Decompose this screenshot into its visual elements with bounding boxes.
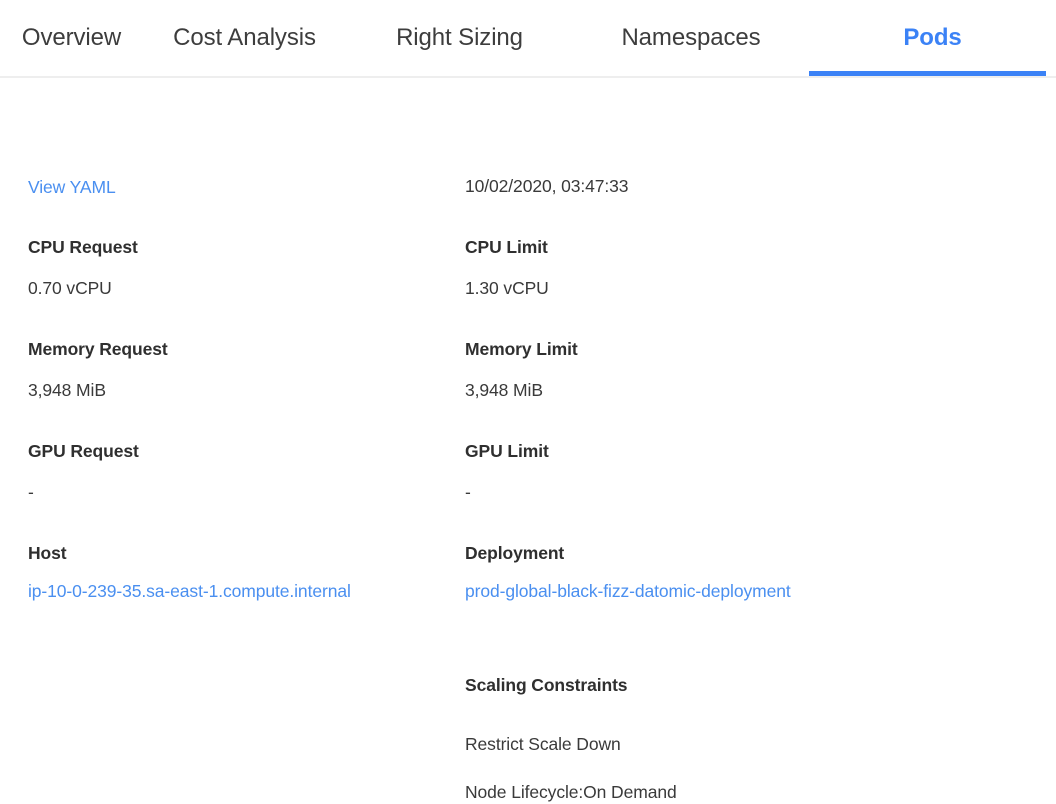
tab-cost-analysis[interactable]: Cost Analysis (143, 0, 346, 76)
tab-list: Overview Cost Analysis Right Sizing Name… (0, 0, 1056, 76)
host-link[interactable]: ip-10-0-239-35.sa-east-1.compute.interna… (28, 581, 351, 601)
restrict-scale-down-value: Restrict Scale Down (465, 734, 621, 754)
active-tab-indicator (809, 71, 1046, 76)
tab-right-sizing-label: Right Sizing (396, 24, 523, 51)
gpu-request-value: - (28, 482, 34, 502)
tab-bar: Overview Cost Analysis Right Sizing Name… (0, 0, 1056, 78)
cpu-limit-value: 1.30 vCPU (465, 278, 549, 298)
cpu-request-label: CPU Request (28, 237, 138, 257)
tab-pods-label: Pods (903, 24, 962, 51)
tab-pods[interactable]: Pods (809, 0, 1056, 76)
tab-bar-divider (0, 76, 1056, 78)
scaling-constraints-label: Scaling Constraints (465, 675, 628, 695)
gpu-limit-label: GPU Limit (465, 441, 549, 461)
node-lifecycle-value: Node Lifecycle:On Demand (465, 782, 677, 802)
memory-limit-label: Memory Limit (465, 339, 578, 359)
memory-request-label: Memory Request (28, 339, 168, 359)
deployment-link[interactable]: prod-global-black-fizz-datomic-deploymen… (465, 581, 791, 601)
tab-overview-label: Overview (21, 24, 122, 51)
host-label: Host (28, 543, 67, 563)
deployment-label: Deployment (465, 543, 565, 563)
memory-limit-value: 3,948 MiB (465, 380, 543, 400)
tab-right-sizing[interactable]: Right Sizing (346, 0, 573, 76)
cpu-limit-label: CPU Limit (465, 237, 548, 257)
gpu-limit-value: - (465, 482, 471, 502)
tab-namespaces-label: Namespaces (621, 24, 761, 51)
cpu-request-value: 0.70 vCPU (28, 278, 112, 298)
tab-cost-analysis-label: Cost Analysis (173, 24, 316, 51)
view-yaml-link[interactable]: View YAML (28, 177, 116, 197)
tab-namespaces[interactable]: Namespaces (573, 0, 809, 76)
memory-request-value: 3,948 MiB (28, 380, 106, 400)
gpu-request-label: GPU Request (28, 441, 139, 461)
pod-timestamp: 10/02/2020, 03:47:33 (465, 176, 629, 196)
tab-overview[interactable]: Overview (0, 0, 143, 76)
